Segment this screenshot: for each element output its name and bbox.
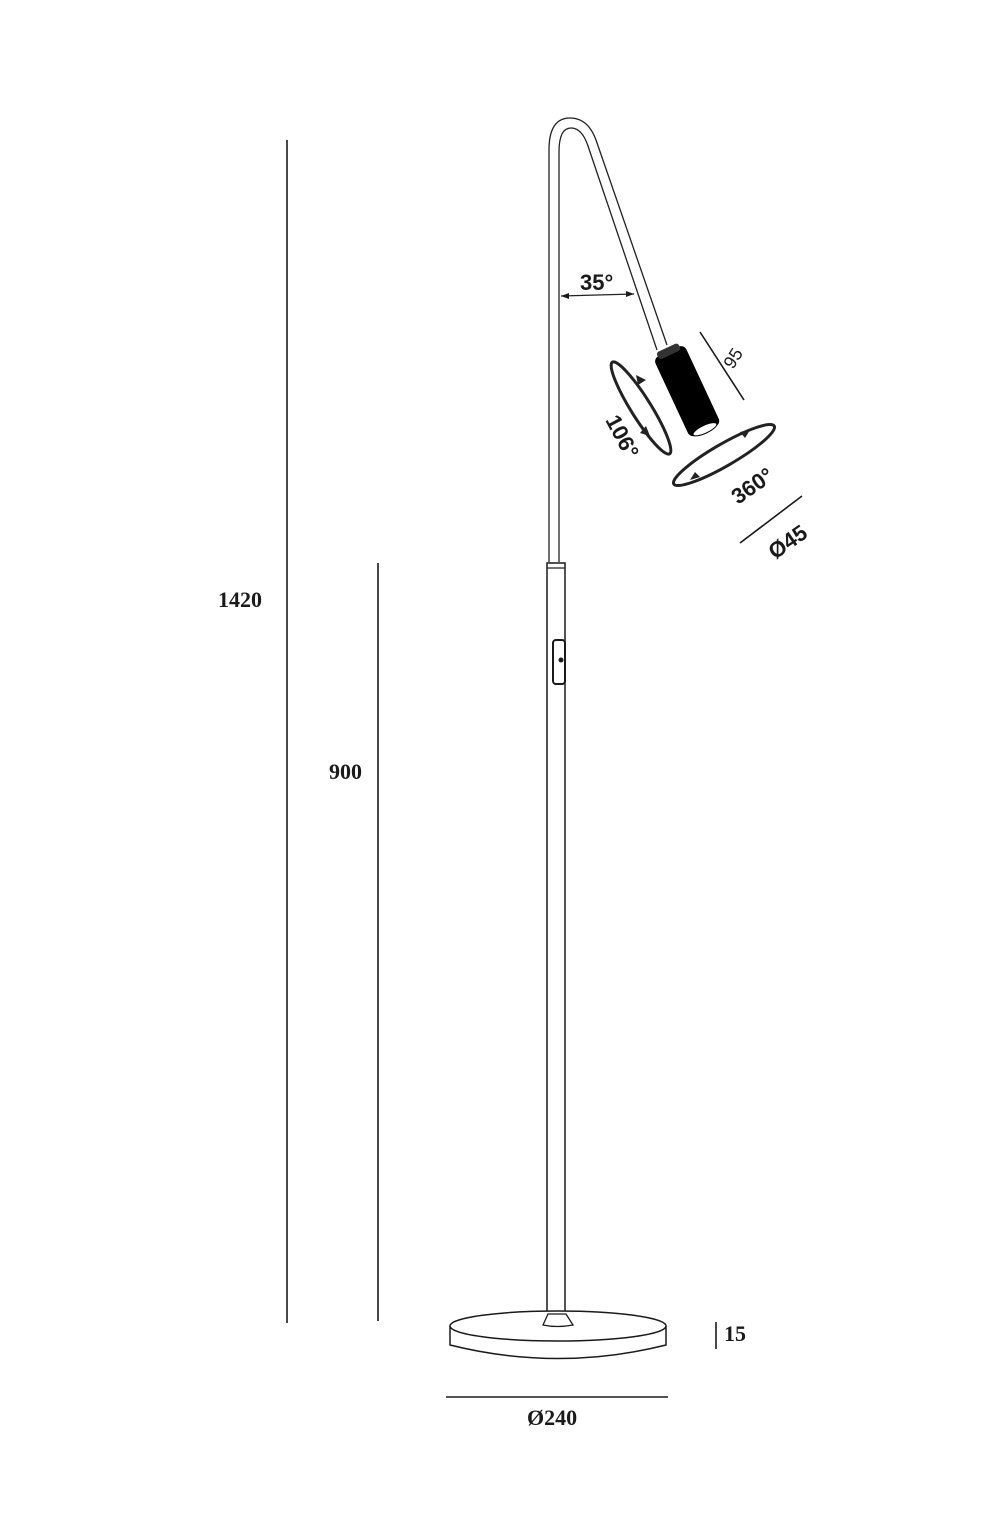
tilt-rotation-icon <box>609 360 673 456</box>
shade-rotation-label: 360° <box>727 463 779 510</box>
shade-length-line <box>699 331 745 401</box>
swivel-rotation-icon <box>671 422 777 488</box>
lamp-arm <box>548 117 668 562</box>
lamp-base <box>449 1310 667 1360</box>
total-height-label: 1420 <box>218 587 262 612</box>
lamp-shade <box>655 343 720 437</box>
shade-diameter-label: Ø45 <box>764 520 812 564</box>
lower-height-label: 900 <box>329 759 362 784</box>
base-thickness-label: 15 <box>724 1321 746 1346</box>
arm-angle-label: 35° <box>580 270 613 295</box>
arm-angle-indicator: 35° <box>560 270 635 299</box>
base-diameter-label: Ø240 <box>527 1405 577 1430</box>
shade-diameter-line <box>739 495 803 544</box>
lamp-pole <box>546 562 566 1316</box>
switch <box>552 639 566 685</box>
